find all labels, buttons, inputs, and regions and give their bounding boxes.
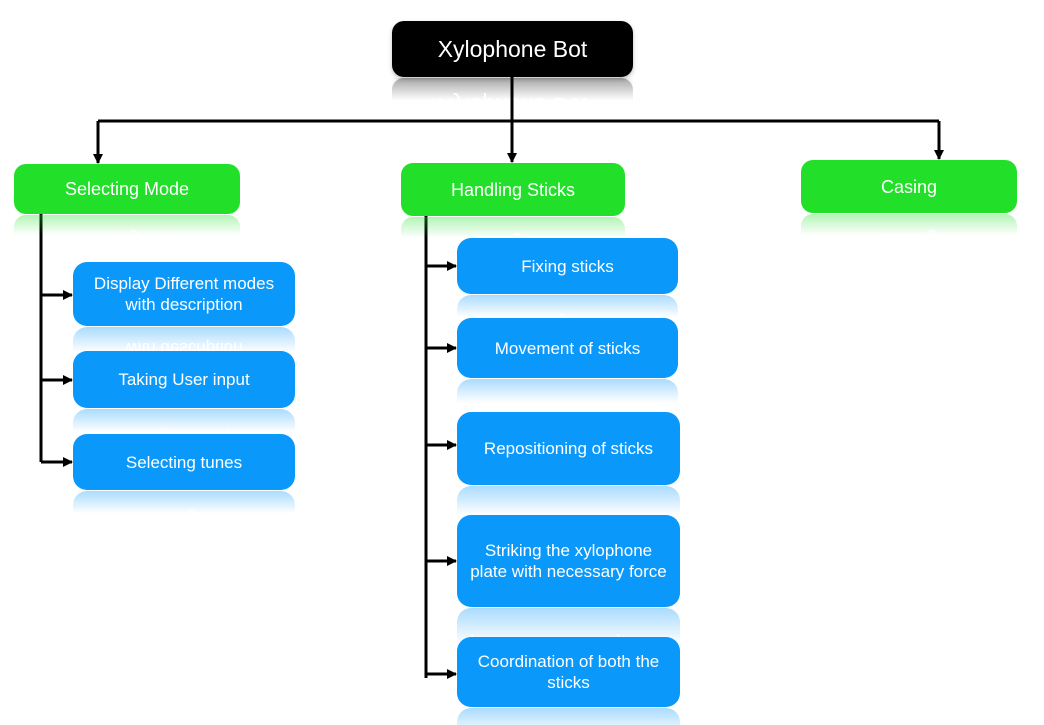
- branch-node-label: Selecting Mode: [64, 179, 190, 199]
- branch-node-casing: Casing: [801, 160, 1017, 213]
- leaf-node-fixing-sticks: Fixing sticks: [457, 238, 678, 294]
- leaf-node-label: Movement of sticks: [494, 338, 641, 358]
- leaf-node-repositioning-of-sticks: Repositioning of sticks: [457, 412, 680, 485]
- leaf-node-label: Display Different modes with description: [93, 274, 275, 314]
- leaf-node-label: Selecting tunes: [125, 452, 243, 472]
- leaf-node-label: Repositioning of sticks: [483, 439, 654, 458]
- leaf-node-striking-plate: Striking the xylophone plate with necess…: [457, 515, 680, 607]
- leaf-node-label: Taking User input: [118, 370, 250, 389]
- branch-node-label: Casing: [880, 176, 938, 197]
- branch-node-handling-sticks: Handling Sticks: [401, 163, 625, 216]
- leaf-node-label: Fixing sticks: [521, 256, 614, 276]
- root-node: Xylophone Bot: [392, 21, 633, 77]
- branch-node-selecting-mode: Selecting Mode: [14, 164, 240, 214]
- leaf-node-selecting-tunes: Selecting tunes: [73, 434, 295, 490]
- branch-node-label: Handling Sticks: [450, 179, 576, 200]
- root-node-label: Xylophone Bot: [437, 35, 588, 62]
- leaf-node-display-modes: Display Different modes with description: [73, 262, 295, 326]
- leaf-node-taking-user-input: Taking User input: [73, 351, 295, 408]
- leaf-node-coordination-of-sticks: Coordination of both the sticks: [457, 637, 680, 707]
- leaf-node-label: Coordination of both the sticks: [477, 652, 660, 692]
- leaf-node-movement-of-sticks: Movement of sticks: [457, 318, 678, 378]
- leaf-node-label: Striking the xylophone plate with necess…: [470, 541, 667, 581]
